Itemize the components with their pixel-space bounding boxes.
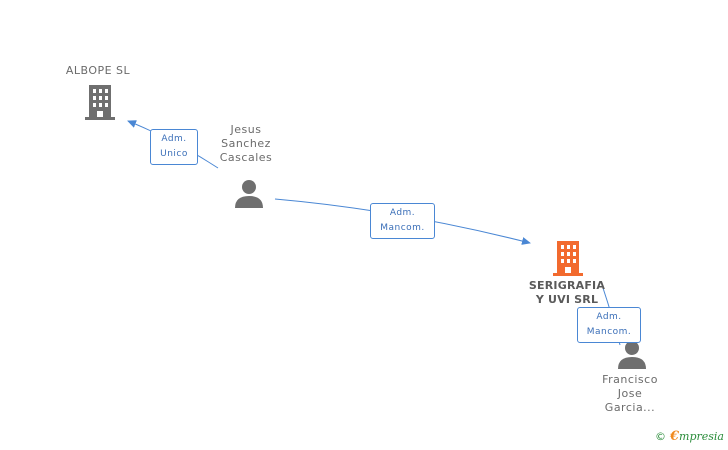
copyright-symbol: © <box>654 430 666 443</box>
edge-label-line: Adm. <box>596 312 622 322</box>
label-line: Francisco <box>602 373 658 386</box>
node-label-francisco[interactable]: Francisco Jose Garcia... <box>590 373 670 415</box>
node-label-jesus[interactable]: Jesus Sanchez Cascales <box>206 123 286 165</box>
person-icon[interactable] <box>234 178 264 208</box>
edge-label-line: Unico <box>160 149 188 159</box>
brand-logo[interactable]: ©€mpresia <box>655 429 724 444</box>
person-icon[interactable] <box>617 339 647 369</box>
edge-label-line: Mancom. <box>586 327 632 337</box>
label-line: Jose <box>617 387 643 400</box>
building-icon[interactable] <box>84 84 116 120</box>
label-line: Sanchez <box>221 137 271 150</box>
label-line: Jesus <box>230 123 262 136</box>
brand-name: mpresia <box>679 430 724 443</box>
label-line: SERIGRAFIA <box>528 279 606 292</box>
node-label-albope[interactable]: ALBOPE SL <box>65 64 131 77</box>
label-line: Cascales <box>219 151 273 164</box>
node-label-serigrafia[interactable]: SERIGRAFIA Y UVI SRL <box>521 279 613 307</box>
edge-label-adm-mancom: Adm. Mancom. <box>370 203 435 239</box>
edge-label-line: Mancom. <box>380 223 425 233</box>
edge-label-line: Adm. <box>389 208 416 218</box>
label-line: Y UVI SRL <box>535 293 599 306</box>
edge-label-line: Adm. <box>161 134 187 144</box>
building-icon[interactable] <box>552 240 584 276</box>
label-line: Garcia... <box>604 401 656 414</box>
brand-initial: € <box>669 429 680 444</box>
edge-label-adm-unico: Adm. Unico <box>150 129 198 165</box>
edge-label-adm-mancom-2: Adm. Mancom. <box>577 307 641 343</box>
